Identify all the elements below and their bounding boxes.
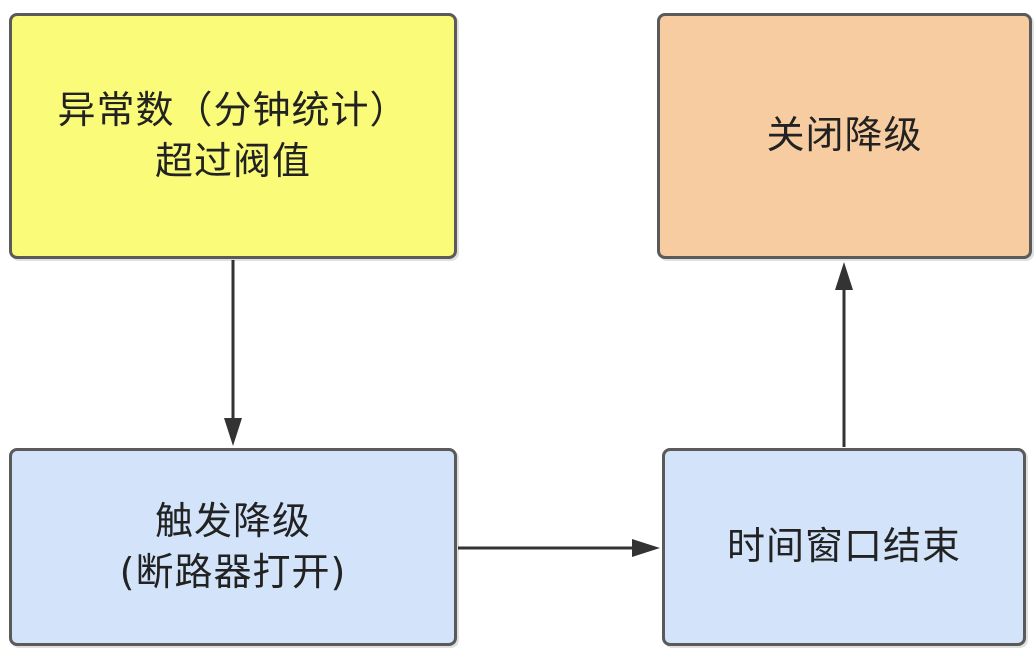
- arrowhead-threshold-to-trigger: [224, 418, 242, 446]
- node-exception-threshold: 异常数（分钟统计） 超过阀值: [9, 13, 457, 259]
- node-exception-threshold-line1: 异常数（分钟统计）: [57, 87, 409, 132]
- node-trigger-degrade-line1: 触发降级: [154, 498, 311, 543]
- arrowhead-trigger-to-window-end: [632, 539, 660, 557]
- node-trigger-degrade: 触发降级 (断路器打开): [9, 448, 457, 646]
- node-trigger-degrade-line2: (断路器打开): [119, 550, 347, 594]
- node-window-end: 时间窗口结束: [662, 448, 1026, 646]
- node-close-degrade: 关闭降级: [657, 13, 1032, 259]
- node-close-degrade-label: 关闭降级: [766, 113, 923, 158]
- node-exception-threshold-line2: 超过阀值: [154, 139, 311, 183]
- node-window-end-label: 时间窗口结束: [726, 524, 961, 569]
- arrowhead-window-end-to-close: [835, 262, 853, 290]
